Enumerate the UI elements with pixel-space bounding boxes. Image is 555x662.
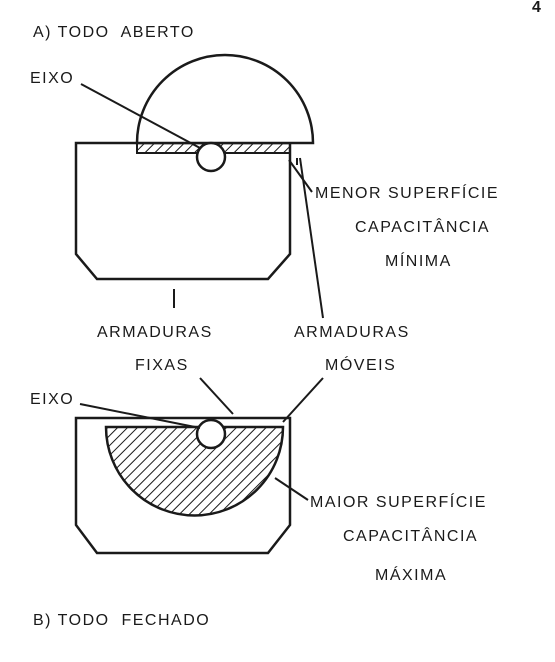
panel-b-surface-line2: CAPACITÂNCIA <box>343 526 478 545</box>
panel-b-surface-line1: MAIOR SUPERFÍCIE <box>310 492 487 511</box>
fixas-leader-lower <box>199 377 234 415</box>
shaft-b <box>195 418 227 450</box>
panel-a-surface-line1: MENOR SUPERFÍCIE <box>315 183 499 202</box>
shaft-a <box>195 141 227 173</box>
panel-b-eixo-label: EIXO <box>30 391 74 408</box>
fixed-plate-a <box>74 141 292 281</box>
fixed-plate-b <box>74 416 292 555</box>
panel-a-title: A) TODO ABERTO <box>33 24 195 41</box>
moveis-line2: MÓVEIS <box>325 355 396 374</box>
moveis-leader-upper <box>299 157 324 319</box>
panel-a-surface-line3: MÍNIMA <box>385 251 452 270</box>
panel-b-surface-leader <box>274 477 309 501</box>
panel-a-eixo-label: EIXO <box>30 70 74 87</box>
panel-a-capacitor <box>74 53 315 281</box>
moveis-leader-lower <box>282 377 324 423</box>
panel-a-surface-leader <box>288 159 313 193</box>
panel-b-eixo-leader <box>79 403 201 429</box>
movable-plate-b <box>104 425 285 517</box>
movable-plate-a <box>135 53 315 145</box>
panel-b-title: B) TODO FECHADO <box>33 612 210 629</box>
fixas-line1: ARMADURAS <box>97 324 213 341</box>
panel-b-surface-line3: MÁXIMA <box>375 565 447 584</box>
fixas-line2: FIXAS <box>135 357 189 374</box>
panel-a-eixo-leader <box>80 83 201 149</box>
panel-a-surface-line2: CAPACITÂNCIA <box>355 217 490 236</box>
panel-b-capacitor <box>74 416 292 555</box>
corner-number: 4 <box>532 0 542 16</box>
moveis-line1: ARMADURAS <box>294 324 410 341</box>
